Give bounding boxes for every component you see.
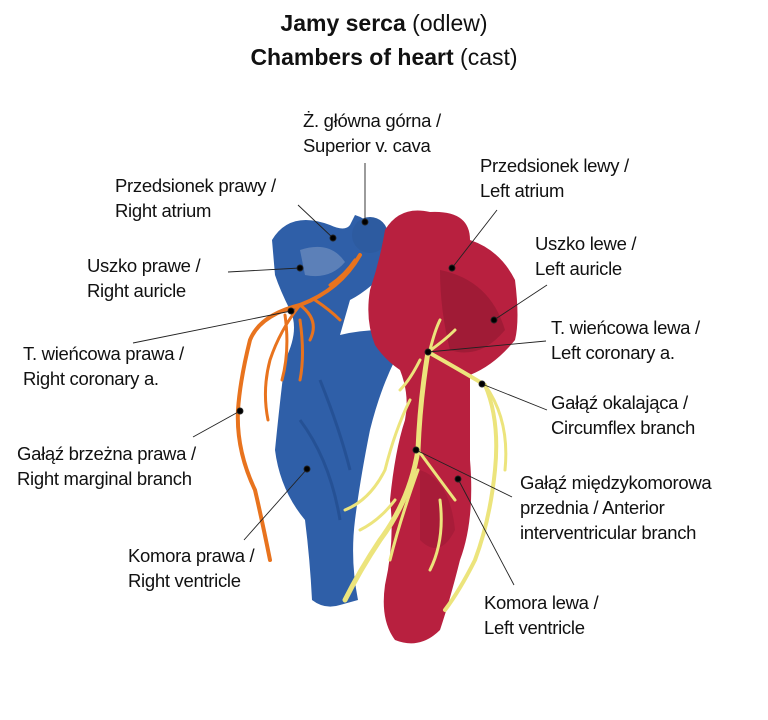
label-left-coronary-artery: T. wieńcowa lewa / Left coronary a.: [551, 315, 700, 365]
label-left-auricle: Uszko lewe / Left auricle: [535, 231, 637, 281]
label-text-pl: Ż. główna górna /: [303, 110, 441, 131]
label-anterior-interventricular-branch: Gałąź międzykomorowa przednia / Anterior…: [520, 470, 712, 545]
right-heart-cast: [272, 215, 397, 607]
label-text-line-2: przednia / Anterior: [520, 497, 665, 518]
label-text-en: Circumflex branch: [551, 417, 695, 438]
leader-lines: [132, 163, 548, 586]
label-text-en: Left atrium: [480, 180, 565, 201]
label-left-atrium: Przedsionek lewy / Left atrium: [480, 153, 629, 203]
label-right-auricle: Uszko prawe / Right auricle: [87, 253, 201, 303]
label-text-en: Right atrium: [115, 200, 212, 221]
left-coronary-vessels: [342, 318, 508, 612]
label-text-en: Right auricle: [87, 280, 186, 301]
label-text-pl: Uszko prawe /: [87, 255, 201, 276]
title-english: Chambers of heart: [250, 44, 454, 70]
label-right-coronary-artery: T. wieńcowa prawa / Right coronary a.: [23, 341, 184, 391]
label-text-pl: T. wieńcowa lewa /: [551, 317, 700, 338]
label-text-pl: Uszko lewe /: [535, 233, 637, 254]
right-coronary-vessels: [235, 253, 362, 562]
label-text-pl: Gałąź brzeżna prawa /: [17, 443, 196, 464]
label-circumflex-branch: Gałąź okalająca / Circumflex branch: [551, 390, 695, 440]
label-right-atrium: Przedsionek prawy / Right atrium: [115, 173, 276, 223]
title-polish-note: (odlew): [412, 10, 488, 36]
label-text-en: Left auricle: [535, 258, 622, 279]
label-text-line-3: interventricular branch: [520, 522, 697, 543]
title-english-note: (cast): [460, 44, 518, 70]
title-polish: Jamy serca: [280, 10, 406, 36]
label-text-en: Left coronary a.: [551, 342, 675, 363]
left-heart-cast: [368, 210, 518, 644]
label-text-en: Superior v. cava: [303, 135, 431, 156]
label-text-pl: T. wieńcowa prawa /: [23, 343, 184, 364]
label-text-line-1: Gałąź międzykomorowa: [520, 472, 712, 493]
label-text-pl: Komora prawa /: [128, 545, 255, 566]
label-superior-vena-cava: Ż. główna górna / Superior v. cava: [303, 108, 441, 158]
label-right-marginal-branch: Gałąź brzeżna prawa / Right marginal bra…: [17, 441, 196, 491]
label-text-pl: Komora lewa /: [484, 592, 599, 613]
label-text-pl: Przedsionek prawy /: [115, 175, 276, 196]
label-text-en: Right marginal branch: [17, 468, 192, 489]
title-line-2: Chambers of heart (cast): [0, 42, 768, 72]
label-right-ventricle: Komora prawa / Right ventricle: [128, 543, 255, 593]
label-left-ventricle: Komora lewa / Left ventricle: [484, 590, 599, 640]
label-text-en: Right ventricle: [128, 570, 241, 591]
label-text-en: Right coronary a.: [23, 368, 159, 389]
label-text-en: Left ventricle: [484, 617, 585, 638]
title-line-1: Jamy serca (odlew): [0, 8, 768, 38]
label-text-pl: Przedsionek lewy /: [480, 155, 629, 176]
label-text-pl: Gałąź okalająca /: [551, 392, 688, 413]
